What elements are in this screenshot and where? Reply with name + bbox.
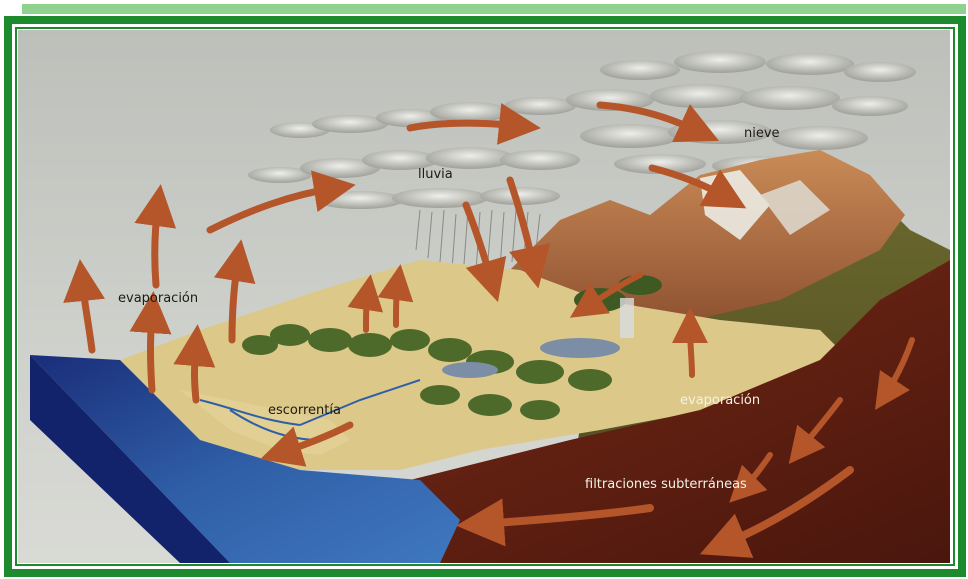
arrow-land-evap-1 bbox=[366, 292, 368, 330]
label-evaporacion-ocean: evaporación bbox=[118, 291, 198, 306]
label-escorrentia: escorrentía bbox=[268, 403, 341, 418]
waterfall bbox=[620, 298, 634, 338]
arrow-land-evap-2 bbox=[396, 282, 398, 325]
label-filtraciones: filtraciones subterráneas bbox=[585, 477, 747, 492]
label-nieve: nieve bbox=[744, 126, 780, 141]
arrow-evap-2 bbox=[151, 312, 153, 390]
lake bbox=[540, 338, 620, 358]
arrow-evap-3 bbox=[195, 345, 197, 400]
arrow-evap-4 bbox=[155, 205, 158, 285]
label-lluvia: lluvia bbox=[418, 167, 453, 182]
arrow-lake-evap bbox=[690, 325, 692, 375]
label-evaporacion-lake: evaporación bbox=[680, 393, 760, 408]
